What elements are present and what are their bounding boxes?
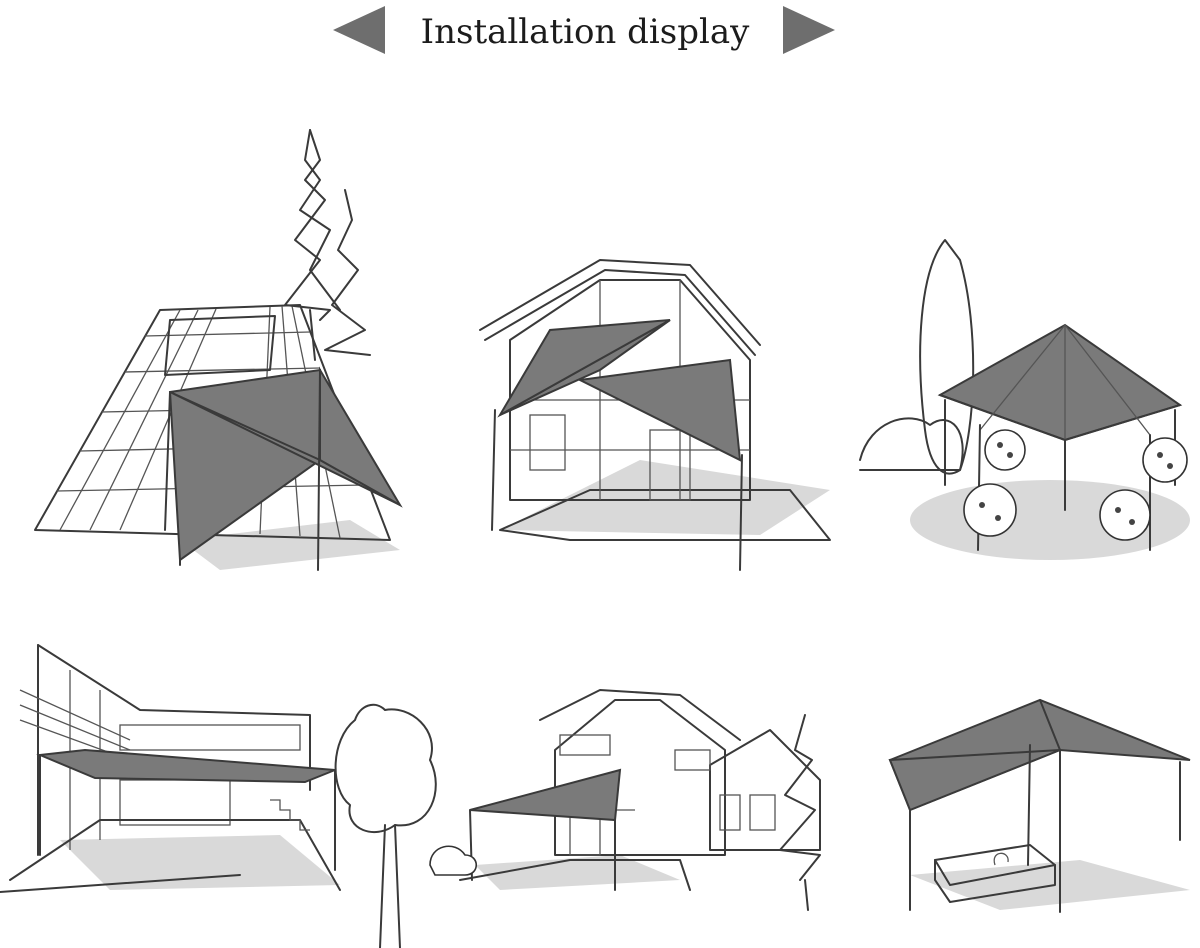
- illustration-gazebo-canopy: [850, 230, 1190, 580]
- page-title: Installation display: [420, 12, 750, 52]
- illustration-house-veranda-sail: [420, 680, 840, 948]
- header: Installation display: [0, 0, 1200, 70]
- triangle-left-icon[interactable]: [333, 6, 385, 54]
- illustration-carport-canopy: [880, 690, 1200, 948]
- triangle-right-icon[interactable]: [783, 6, 835, 54]
- illustration-courtyard-rectangle-sail: [0, 630, 440, 948]
- illustration-patio-triangle-sail: [20, 120, 420, 590]
- illustration-house-double-sail: [460, 250, 840, 580]
